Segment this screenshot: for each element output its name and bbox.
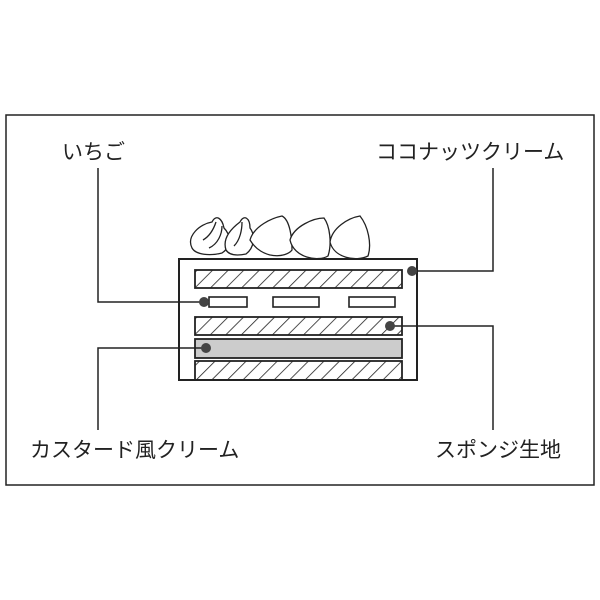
label-strawberry: いちご [62,140,125,164]
leader-lines [97,168,494,430]
label-sponge: スポンジ生地 [435,438,561,462]
leader-strawberry [97,168,204,303]
dot-sponge [385,321,395,331]
leader-sponge [390,325,494,430]
strawberry-3 [329,215,371,260]
sponge-layer-bottom [194,360,403,381]
toppings [189,215,371,260]
coconut-cream-layer-top [194,269,403,289]
dot-custard [201,343,211,353]
leader-coconut-cream [412,168,494,272]
strawberry-1 [249,215,293,257]
marker-dots [199,266,417,353]
label-coconut-cream: ココナッツクリーム [376,140,565,164]
outer-frame [5,114,595,486]
leader-custard [97,347,206,430]
sponge-layer [194,316,403,336]
cream-dollop-1 [189,217,230,256]
custard-layer [194,338,403,359]
dot-coconut-cream [407,266,417,276]
strawberry-slice-2 [272,296,320,308]
strawberry-2 [289,217,331,260]
dot-strawberry [199,297,209,307]
strawberry-slice-3 [348,296,396,308]
strawberry-slice-1 [208,296,248,308]
label-custard-cream: カスタード風クリーム [30,438,240,462]
